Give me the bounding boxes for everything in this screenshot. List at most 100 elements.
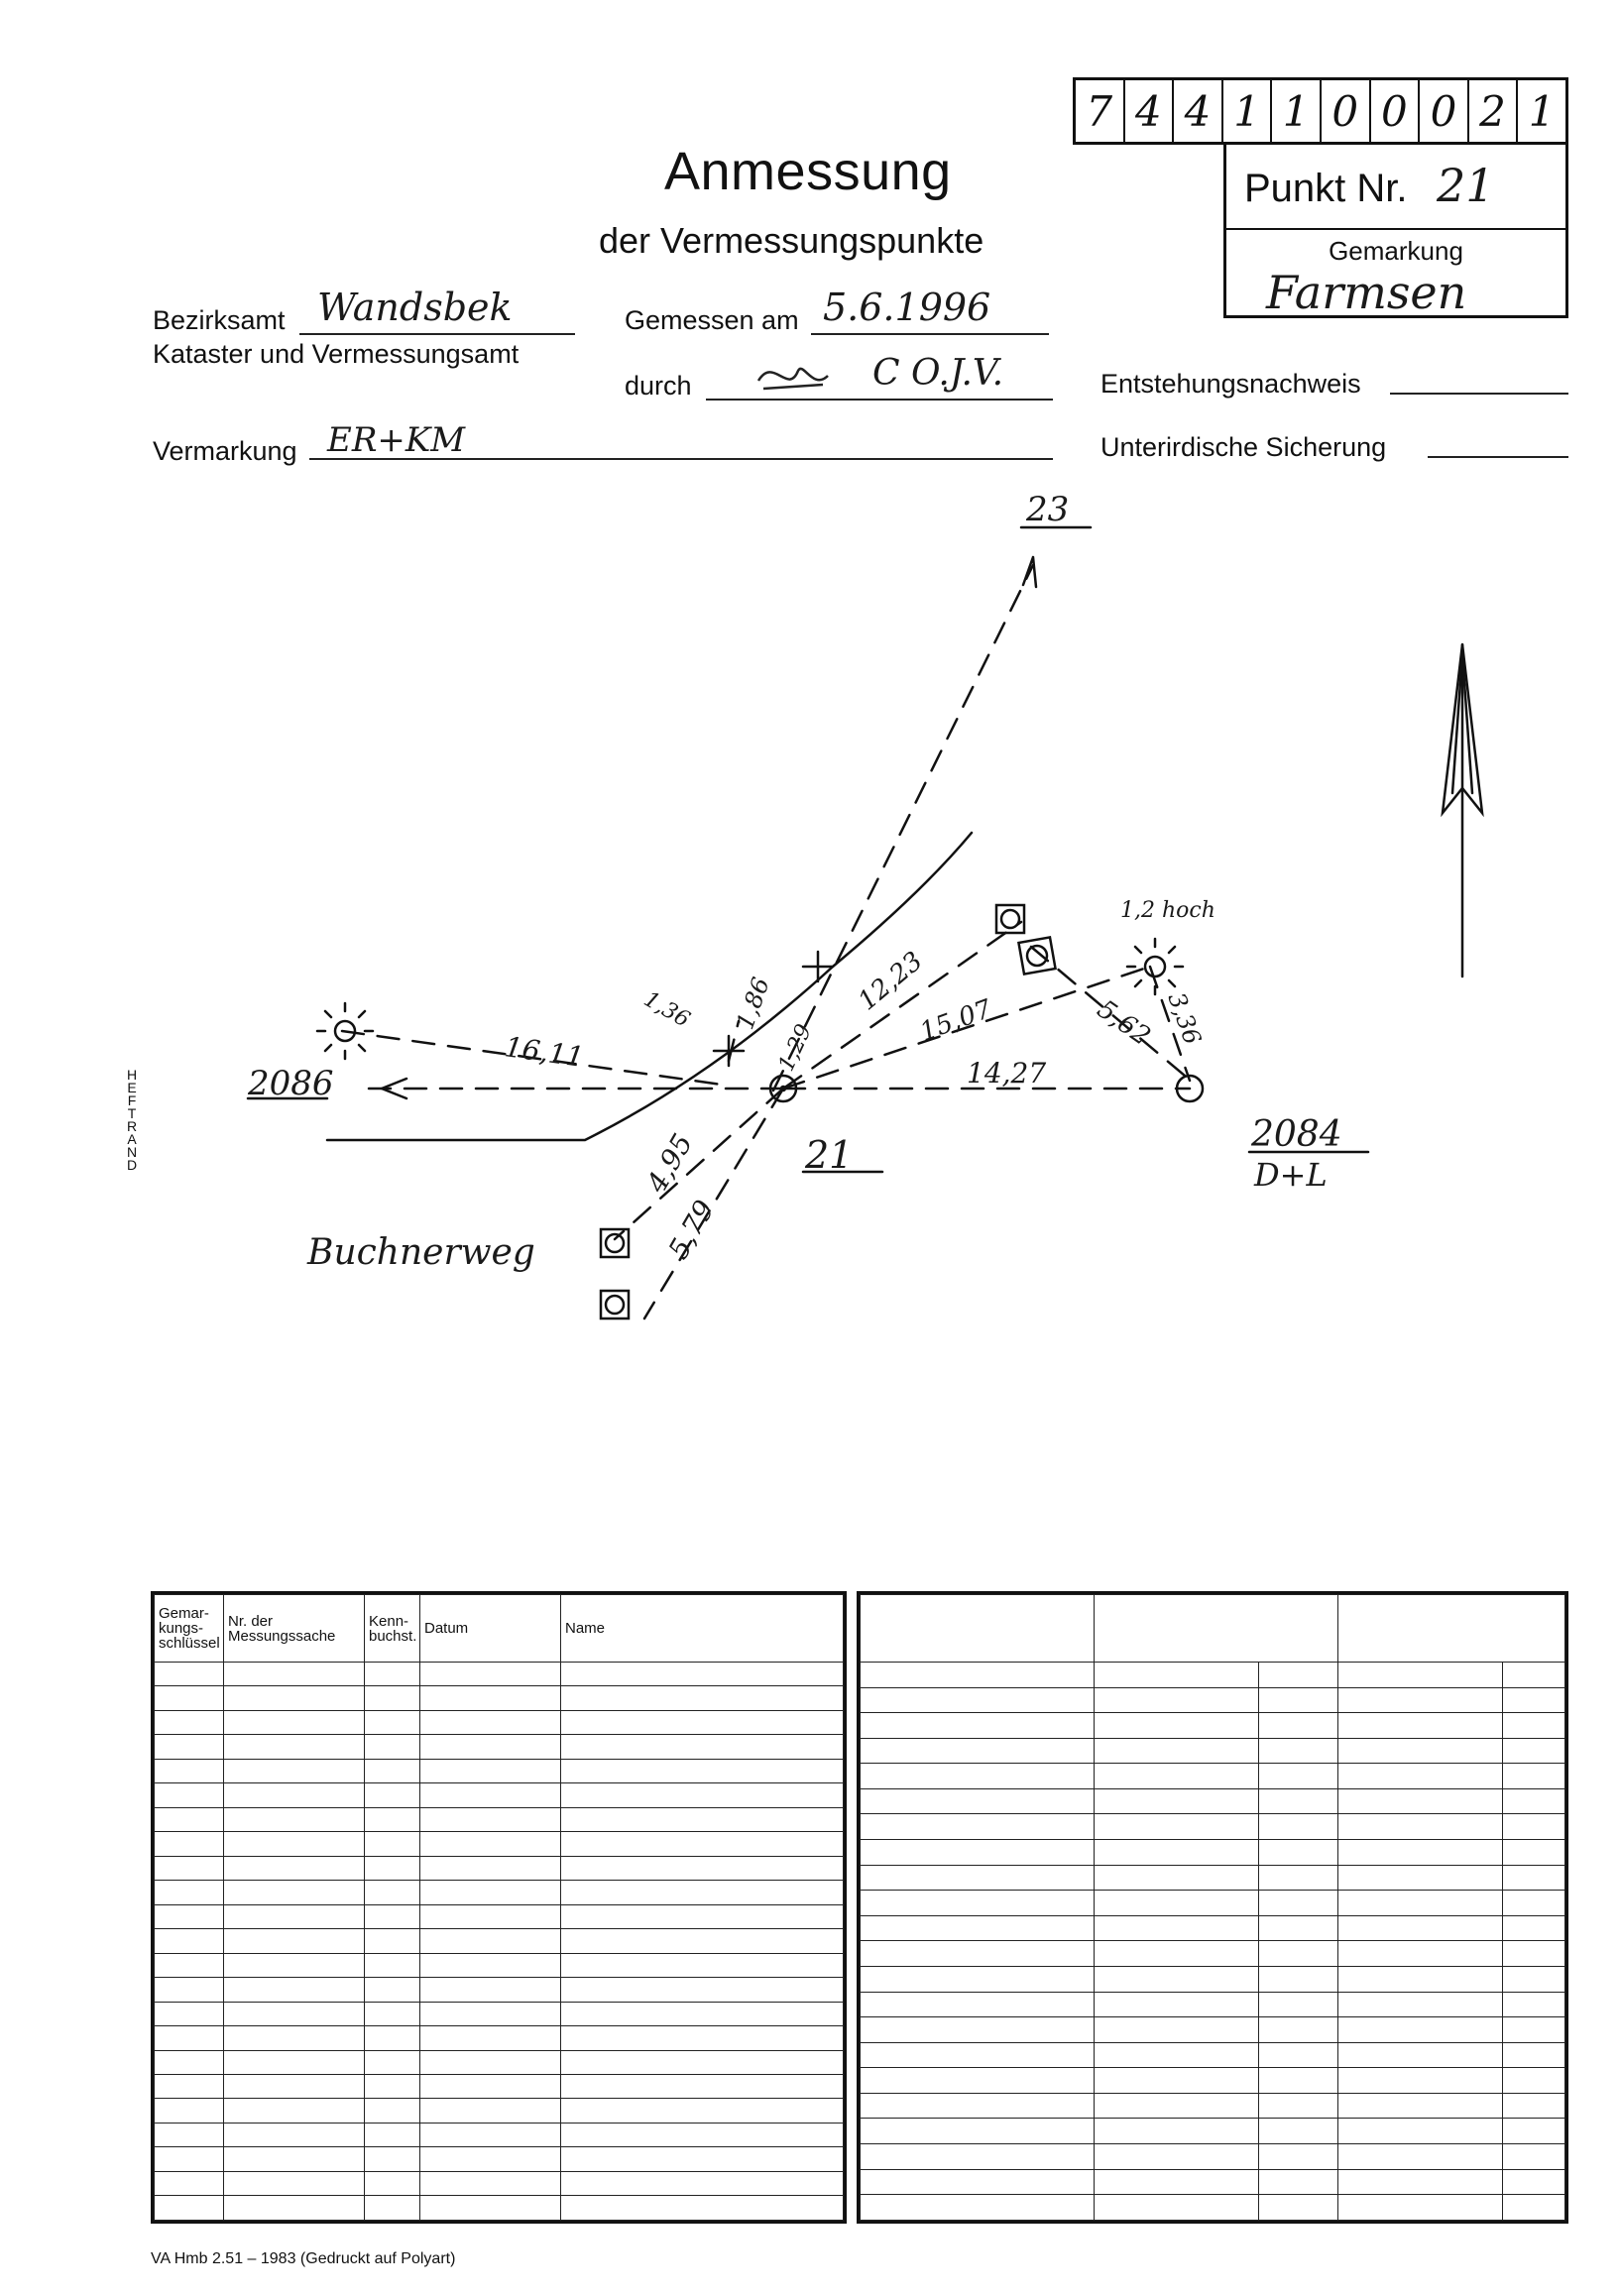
table-row [860, 1737, 1565, 1765]
number-digit: 1 [1528, 86, 1556, 136]
measure-16-11: 16,11 [503, 1030, 586, 1074]
number-digit: 2 [1469, 80, 1519, 142]
boundary-line [325, 831, 974, 1142]
measure-1-29: 1,29 [774, 1021, 817, 1076]
punkt-box: Punkt Nr. 21 Gemarkung Farmsen [1223, 145, 1568, 319]
col-messungssache: Nr. der Messungssache [223, 1594, 365, 1663]
gemessen-label: Gemessen am [625, 305, 799, 335]
table-row [154, 2146, 844, 2172]
table-row [154, 1952, 844, 1979]
line-12-23 [781, 920, 1023, 1091]
entstehung-underline [1390, 393, 1568, 395]
table-row [860, 1965, 1565, 1993]
number-digit: 1 [1223, 80, 1273, 142]
point-2086-label: 2086 [247, 1064, 334, 1103]
gemessen-underline [811, 333, 1049, 335]
table-row [860, 2041, 1565, 2069]
arrow-23-icon [1021, 555, 1038, 589]
sicherung-label: Unterirdische Sicherung [1100, 432, 1387, 462]
point-2084-marker [1175, 1074, 1205, 1103]
table-row [860, 1662, 1565, 1688]
table-row [860, 2067, 1565, 2094]
measure-4-95: 4,95 [639, 1128, 699, 1199]
cross-symbol-icon [712, 950, 835, 1068]
table-row [860, 1712, 1565, 1739]
table-row [860, 2016, 1565, 2043]
durch-label: durch [625, 371, 692, 401]
table-row [860, 2118, 1565, 2144]
table-row [154, 1661, 844, 1687]
table-row [154, 1758, 844, 1784]
sun-symbol-icon [1125, 937, 1185, 996]
table-row [154, 2170, 844, 2197]
table-row [860, 2142, 1565, 2170]
col-name: Name [560, 1594, 844, 1663]
bezirksamt-underline [299, 333, 575, 335]
measure-1-86: 1,86 [731, 974, 775, 1033]
boundary-stone-icon [994, 903, 1026, 935]
table-row [154, 2025, 844, 2051]
table-row [154, 1806, 844, 1833]
form-footer: VA Hmb 2.51 – 1983 (Gedruckt auf Polyart… [151, 2250, 456, 2267]
durch-underline [706, 399, 1053, 401]
measure-14-27: 14,27 [967, 1057, 1046, 1090]
table-row [154, 2073, 844, 2100]
vermarkung-underline [309, 458, 1053, 460]
table-row [860, 2092, 1565, 2120]
line-1-86 [727, 1019, 741, 1063]
table-row [860, 1813, 1565, 1841]
table-row [154, 2195, 844, 2221]
punkt-value: 21 [1437, 159, 1495, 212]
point-2084-label: 2084 [1250, 1114, 1342, 1155]
signature [753, 351, 833, 409]
line-16-11 [340, 1029, 731, 1088]
durch-value: C O.J.V. [872, 353, 1004, 394]
table-row [154, 2001, 844, 2027]
number-digit: 0 [1371, 80, 1421, 142]
table-row [860, 1686, 1565, 1714]
line-5-79 [642, 1087, 785, 1320]
table-row [154, 1880, 844, 1905]
measure-15-07: 15,07 [916, 994, 996, 1048]
table-row [154, 1855, 844, 1882]
punkt-label: Punkt Nr. [1244, 167, 1408, 210]
table-row [860, 1787, 1565, 1815]
table-row [154, 1709, 844, 1736]
measure-1-36: 1,36 [639, 987, 694, 1033]
measure-5-79: 5,79 [661, 1195, 721, 1264]
point-23-label: 23 [1025, 490, 1069, 529]
number-digit: 7 [1076, 80, 1125, 142]
page-title: Anmessung [664, 142, 952, 201]
gemessen-value: 5.6.1996 [823, 286, 991, 329]
measure-12-23: 12,23 [853, 947, 928, 1017]
bezirksamt-value: Wandsbek [317, 286, 513, 329]
vermarkung-label: Vermarkung [153, 436, 297, 466]
table-row [154, 1782, 844, 1808]
table-row [154, 1903, 844, 1930]
page-subtitle: der Vermessungspunkte [599, 220, 984, 261]
line-4-95 [613, 1087, 785, 1241]
line-15-07 [781, 965, 1152, 1091]
table-row [860, 1763, 1565, 1789]
dl-label: D+L [1253, 1156, 1328, 1194]
bezirksamt-label: Bezirksamt [153, 305, 286, 335]
number-digit: 0 [1420, 80, 1469, 142]
table-row [154, 2098, 844, 2124]
point-21-marker [768, 1074, 798, 1103]
boundary-stone-icon [1017, 936, 1057, 976]
document-number-box: 7 4 4 1 1 0 0 0 2 1 [1073, 77, 1568, 145]
table-row [860, 1914, 1565, 1942]
kataster-label: Kataster und Vermessungsamt [153, 339, 520, 369]
number-digit: 0 [1322, 80, 1371, 142]
vermarkung-value: ER+KM [327, 420, 466, 460]
table-row [860, 2194, 1565, 2221]
table-row [860, 1839, 1565, 1866]
table-row [154, 1734, 844, 1760]
table-row [154, 2122, 844, 2148]
point-21-label: 21 [804, 1133, 853, 1177]
table-row [154, 1685, 844, 1711]
entstehung-label: Entstehungsnachweis [1100, 369, 1361, 399]
table-row [860, 2168, 1565, 2196]
